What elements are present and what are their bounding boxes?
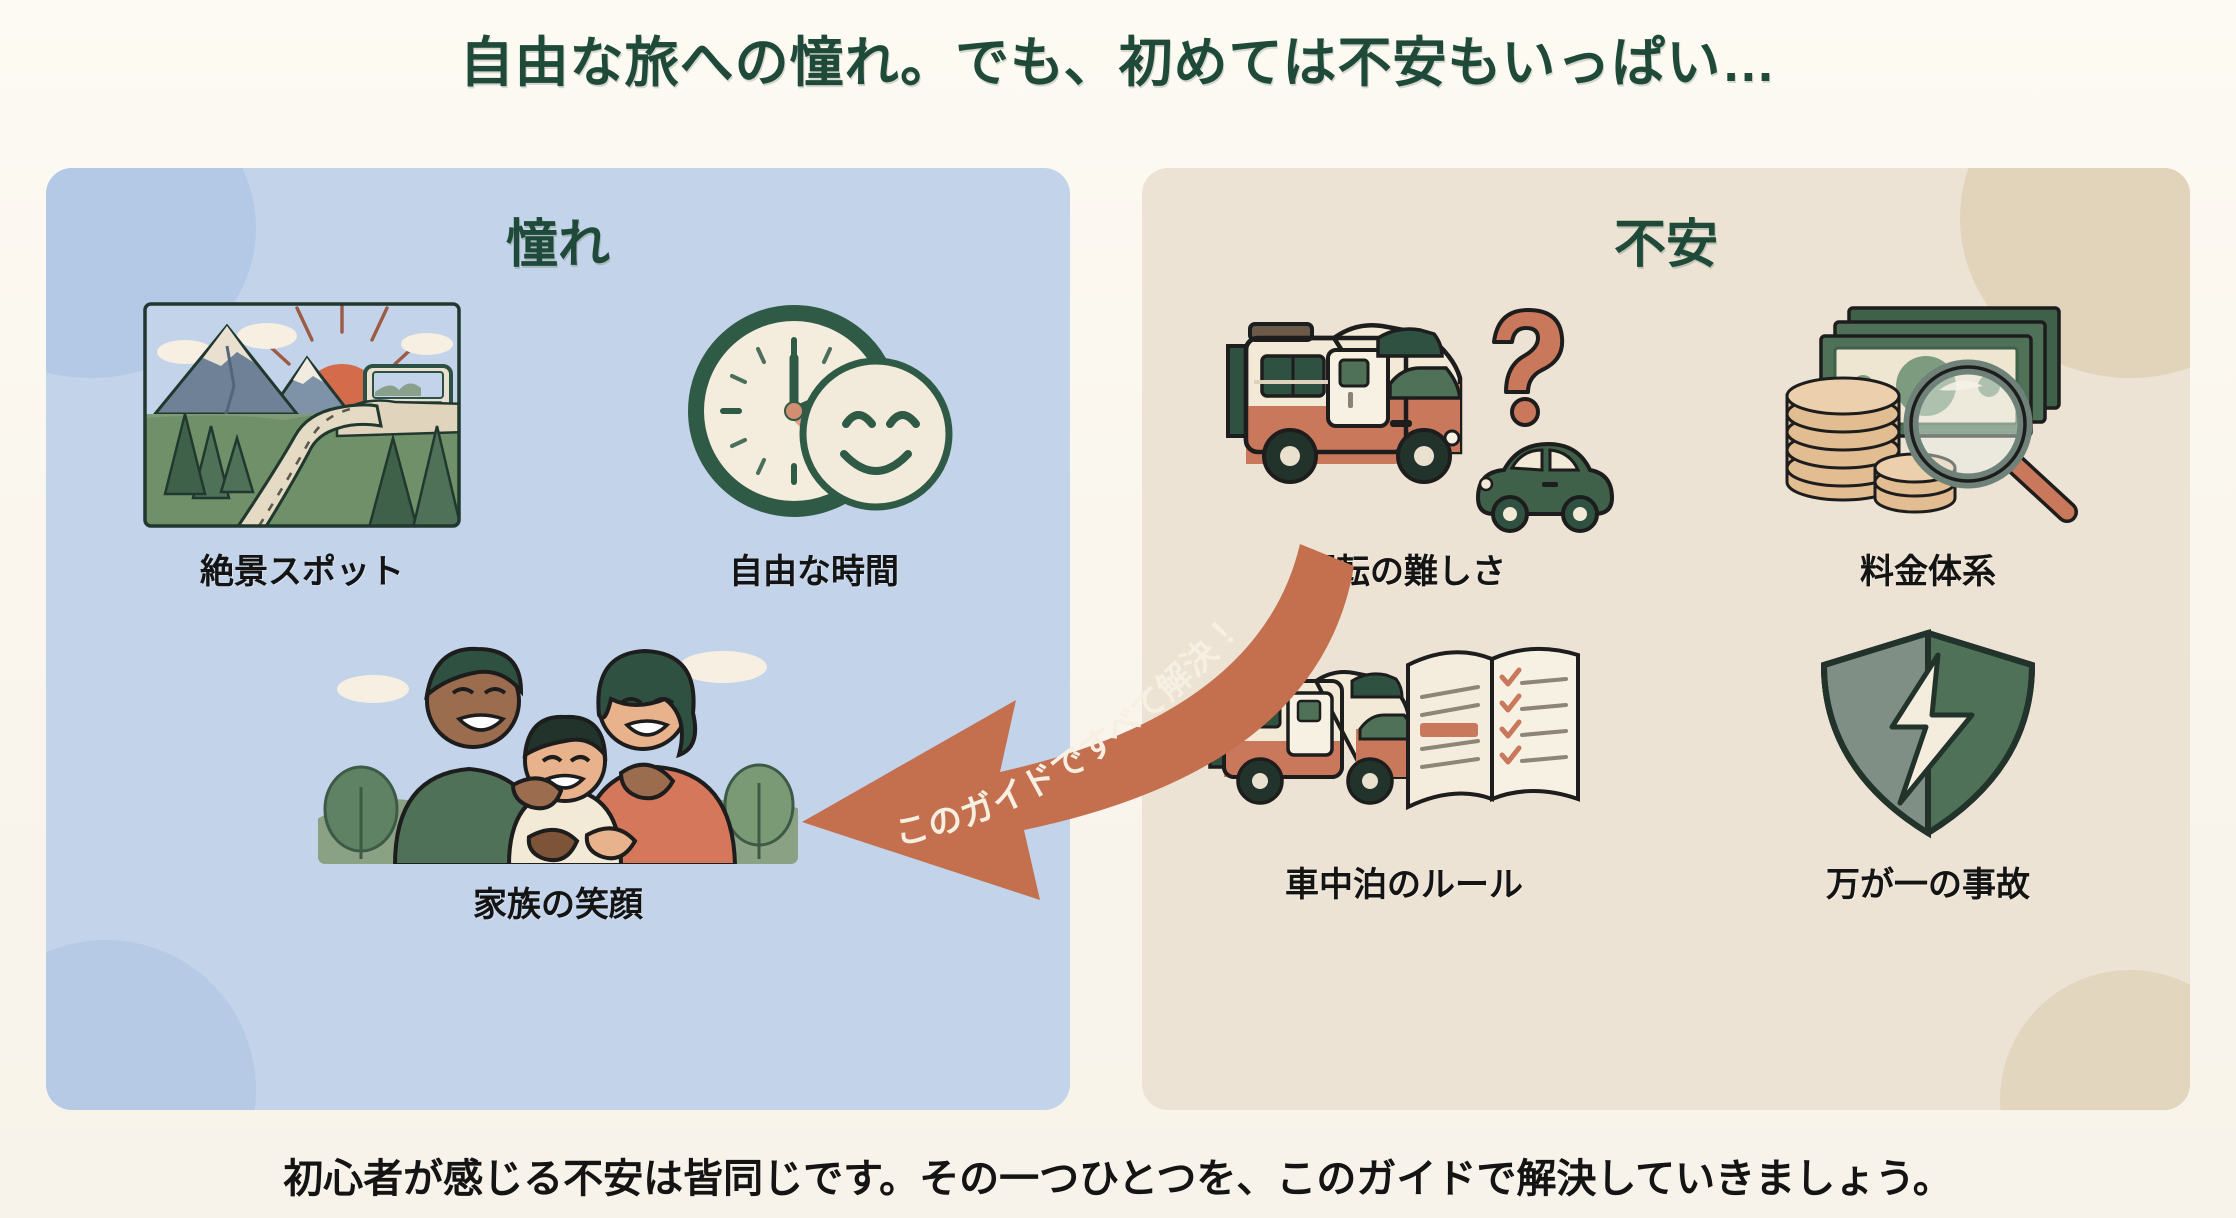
- decorative-blob: [2000, 970, 2190, 1110]
- money-magnifier-icon: [1785, 306, 2078, 523]
- page-title: 自由な旅への憧れ。でも、初めては不安もいっぱい…: [459, 33, 1777, 93]
- panel-aspiration: 憧れ: [46, 168, 1070, 1110]
- clock-smiley-icon: [688, 305, 953, 517]
- item-scenic-spot: 絶景スポット: [137, 286, 467, 593]
- broken-shield-icon: [1820, 628, 2036, 839]
- item-label: 自由な時間: [729, 553, 899, 591]
- item-accident-risk: 万が一の事故: [1788, 619, 2068, 906]
- footer-caption: 初心者が感じる不安は皆同じです。その一つひとつを、このガイドで解決していきましょ…: [283, 1157, 1953, 1201]
- item-label: 万が一の事故: [1826, 866, 2030, 904]
- item-label: 運転の難しさ: [1302, 553, 1506, 591]
- camper-rulebook-icon: [1208, 646, 1580, 811]
- item-overnight-rules: 車中泊のルール: [1204, 619, 1604, 906]
- panel-right-heading: 不安: [1613, 216, 1718, 274]
- item-free-time: 自由な時間: [664, 286, 964, 593]
- decorative-blob: [46, 940, 256, 1110]
- panel-left-items: 絶景スポット: [46, 286, 1070, 926]
- item-driving-difficulty: 運転の難しさ: [1194, 286, 1614, 593]
- item-fee-structure: 料金体系: [1763, 286, 2093, 593]
- item-label: 料金体系: [1860, 553, 1996, 591]
- item-label: 絶景スポット: [200, 553, 404, 591]
- item-label: 車中泊のルール: [1285, 866, 1523, 904]
- panel-anxiety: 不安: [1142, 168, 2190, 1110]
- item-family-smile: 家族の笑顔: [313, 619, 803, 926]
- panel-right-items: 運転の難しさ: [1142, 286, 2190, 906]
- mountain-road-scenery-icon: [143, 302, 461, 528]
- happy-family-icon: [316, 622, 800, 866]
- camper-car-question-icon: [1226, 308, 1614, 533]
- item-label: 家族の笑顔: [473, 886, 643, 924]
- panel-left-heading: 憧れ: [505, 216, 610, 274]
